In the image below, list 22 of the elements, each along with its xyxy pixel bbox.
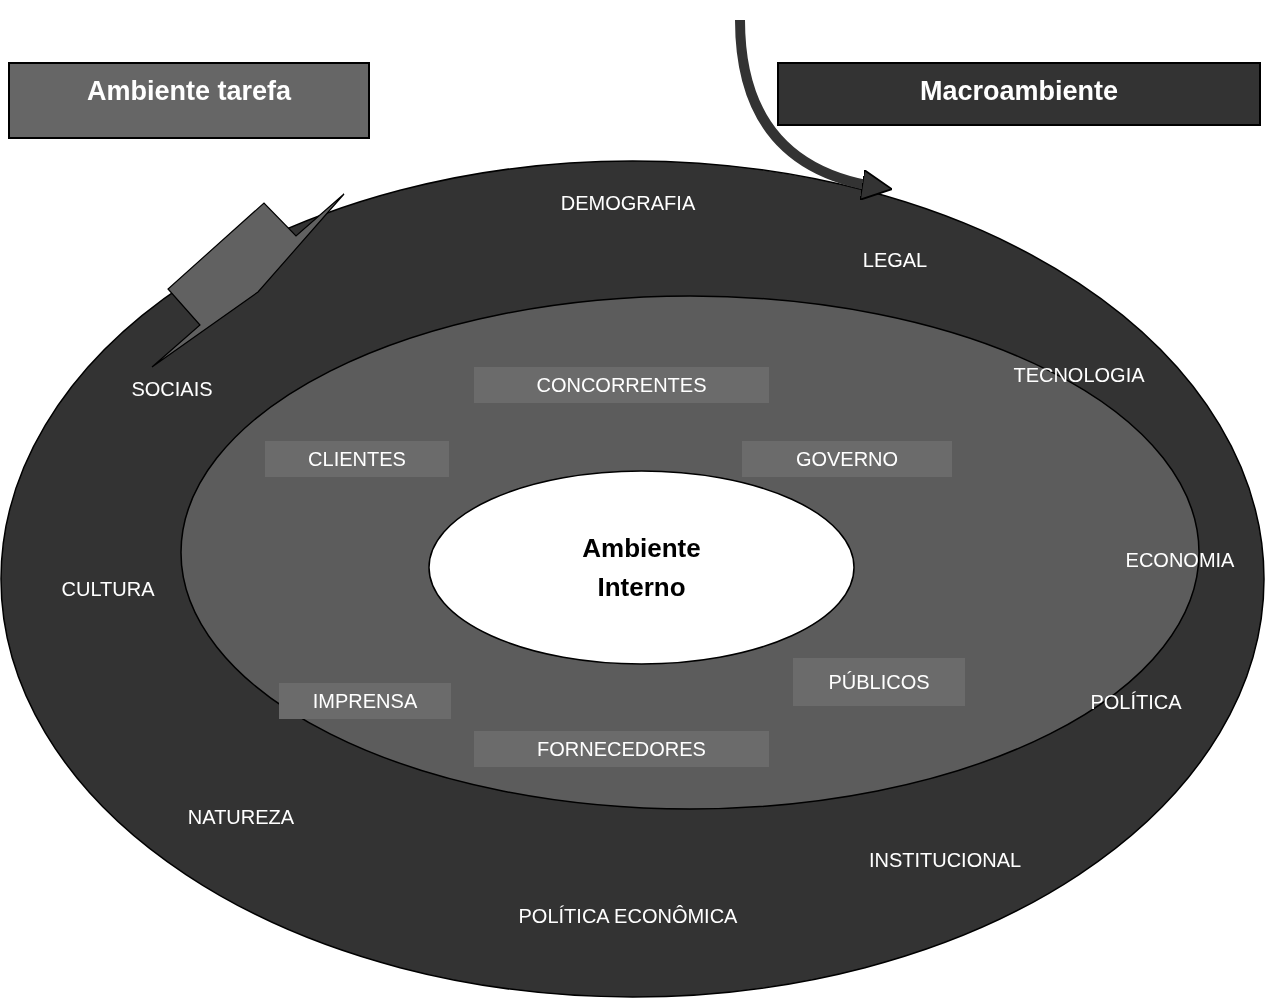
factor-label: SOCIAIS	[131, 377, 213, 401]
category-box: PÚBLICOS	[793, 658, 965, 706]
category-box: GOVERNO	[742, 441, 952, 477]
category-box: CLIENTES	[265, 441, 449, 477]
factor-label: NATUREZA	[187, 805, 295, 829]
category-box: CONCORRENTES	[474, 367, 769, 403]
factor-label: POLÍTICA ECONÔMICA	[518, 904, 738, 928]
ellipse-node	[428, 470, 855, 665]
factor-label: DEMOGRAFIA	[560, 191, 696, 215]
factor-label: CULTURA	[61, 577, 155, 601]
factor-label: ECONOMIA	[1125, 548, 1235, 572]
heading-box: Ambiente tarefa	[8, 62, 370, 139]
heading-box: Macroambiente	[777, 62, 1261, 126]
factor-label: LEGAL	[862, 248, 928, 272]
factor-label: POLÍTICA	[1090, 690, 1182, 714]
category-box: FORNECEDORES	[474, 731, 769, 767]
curved-arrow	[735, 19, 893, 200]
ring-ellipse	[0, 160, 1265, 998]
factor-label: TECNOLOGIA	[1013, 363, 1145, 387]
ellipse-label: Ambiente Interno	[581, 531, 702, 604]
category-box: IMPRENSA	[279, 683, 451, 719]
factor-label: INSTITUCIONAL	[868, 848, 1022, 872]
